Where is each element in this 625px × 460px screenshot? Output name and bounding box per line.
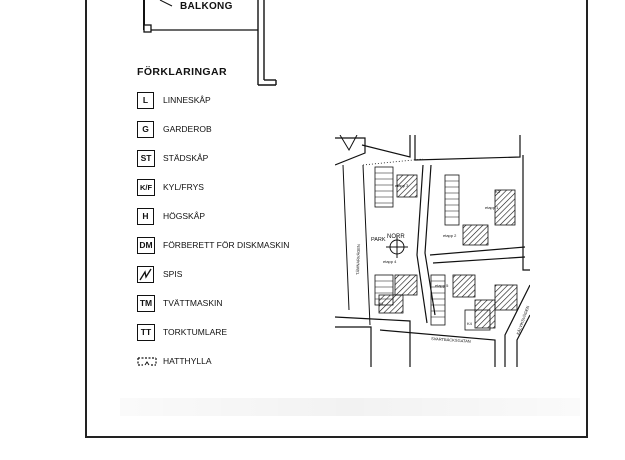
legend-label: STÄDSKÅP bbox=[163, 153, 209, 163]
stage-label: etapp 1 bbox=[485, 205, 499, 210]
stage-label: etapp 2 bbox=[443, 233, 457, 238]
drawing-frame bbox=[85, 0, 588, 438]
legend-item: HATTHYLLA bbox=[137, 351, 212, 371]
building-label: K1 bbox=[379, 301, 385, 306]
stage-label: etapp 5 bbox=[435, 283, 449, 288]
legend-label: TORKTUMLARE bbox=[163, 327, 228, 337]
legend-label: FÖRBERETT FÖR DISKMASKIN bbox=[163, 240, 290, 250]
balcony-label: BALKONG bbox=[180, 1, 233, 12]
legend-item: TT TORKTUMLARE bbox=[137, 322, 227, 342]
legend-item: L LINNESKÅP bbox=[137, 90, 211, 110]
legend-code-box: G bbox=[137, 120, 154, 138]
street-label: SVARTBÄCKSGATAN bbox=[431, 336, 471, 344]
legend-item: SPIS bbox=[137, 264, 182, 284]
legend-label: HATTHYLLA bbox=[163, 356, 212, 366]
legend-code-box: H bbox=[137, 207, 154, 225]
stage-label: etapp 3 bbox=[395, 183, 409, 188]
legend-label: LINNESKÅP bbox=[163, 95, 211, 105]
legend-code-box: ST bbox=[137, 149, 155, 167]
legend-label: TVÄTTMASKIN bbox=[163, 298, 223, 308]
scan-shadow bbox=[120, 398, 580, 416]
park-label: PARK bbox=[371, 237, 386, 243]
legend-code-box: DM bbox=[137, 236, 155, 254]
legend-item: ST STÄDSKÅP bbox=[137, 148, 208, 168]
stage-label: etapp 4 bbox=[383, 259, 397, 264]
legend-item: K/F KYL/FRYS bbox=[137, 177, 204, 197]
legend-title: FÖRKLARINGAR bbox=[137, 66, 227, 78]
legend-item: H HÖGSKÅP bbox=[137, 206, 205, 226]
legend-item: TM TVÄTTMASKIN bbox=[137, 293, 223, 313]
building-label: K3 bbox=[495, 189, 501, 194]
legend-label: HÖGSKÅP bbox=[163, 211, 206, 221]
legend-code-box: K/F bbox=[137, 178, 155, 196]
legend-item: DM FÖRBERETT FÖR DISKMASKIN bbox=[137, 235, 289, 255]
hat-shelf-icon bbox=[137, 357, 157, 366]
north-label: NORR bbox=[387, 234, 405, 240]
legend-item: G GARDEROB bbox=[137, 119, 212, 139]
floor-plan-fragment bbox=[143, 0, 277, 86]
north-arrow-icon bbox=[386, 236, 408, 258]
site-map: NORR PARK etapp 3 etapp 2 etapp 1 etapp … bbox=[335, 135, 530, 367]
stove-zigzag-icon bbox=[137, 265, 154, 283]
legend-code-box: L bbox=[137, 91, 154, 109]
legend-label: KYL/FRYS bbox=[163, 182, 204, 192]
building-label: K4 bbox=[467, 321, 473, 326]
legend-label: SPIS bbox=[163, 269, 183, 279]
legend-label: GARDEROB bbox=[163, 124, 212, 134]
street-label: TÄMNARVÄGEN bbox=[355, 244, 361, 275]
legend-code-box: TM bbox=[137, 294, 155, 312]
legend-code-box: TT bbox=[137, 323, 155, 341]
